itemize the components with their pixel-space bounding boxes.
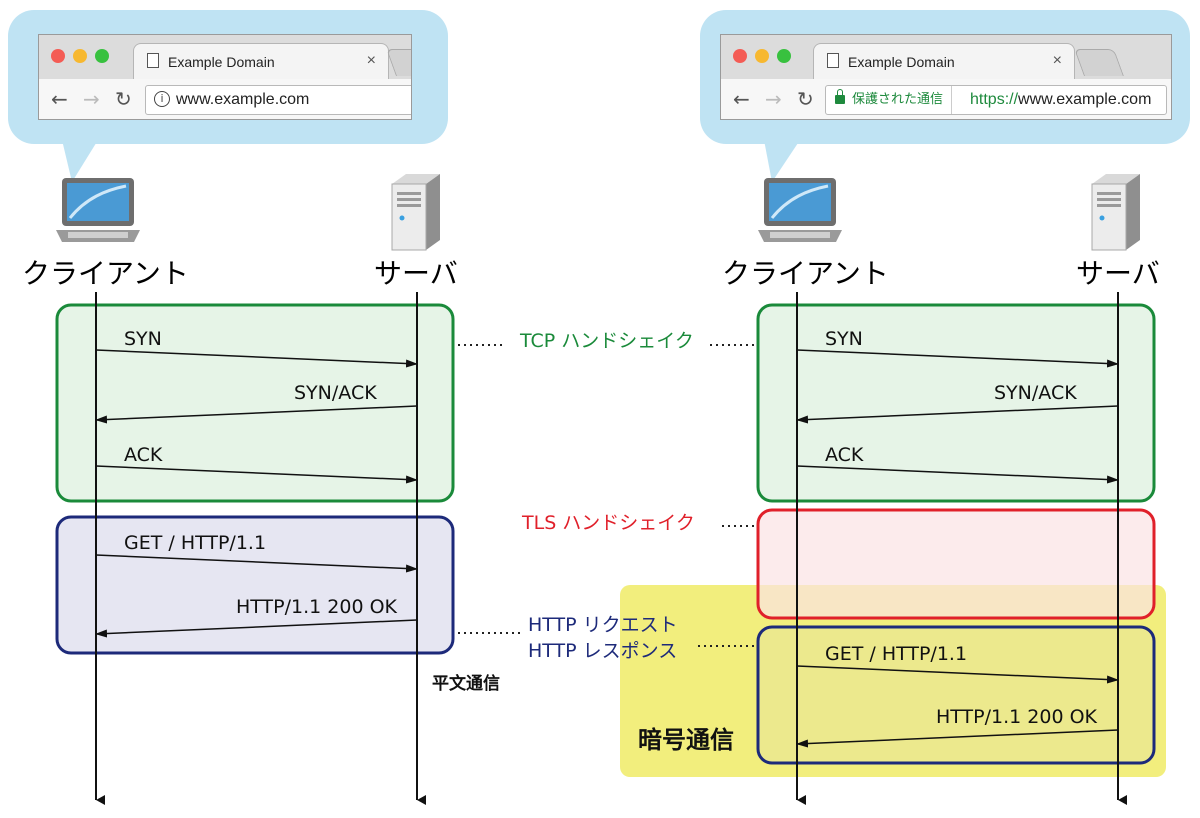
url-text: www.example.com bbox=[176, 91, 310, 108]
left-http-box bbox=[55, 515, 455, 655]
left-laptop-icon bbox=[56, 178, 140, 242]
right-ok-label: HTTP/1.1 200 OK bbox=[936, 706, 1097, 728]
secure-label: 保護された通信 bbox=[852, 92, 944, 107]
forward-arrow-icon[interactable]: → bbox=[765, 87, 782, 111]
left-get-arrow bbox=[95, 554, 418, 573]
forward-arrow-icon[interactable]: → bbox=[83, 87, 100, 111]
url-scheme: https:// bbox=[970, 91, 1019, 108]
left-ack-arrow bbox=[95, 465, 418, 484]
left-bubble-tail bbox=[62, 140, 98, 182]
left-browser-window: Example Domain × ← → ↻ i www.example.com bbox=[38, 34, 412, 120]
close-window-dot[interactable] bbox=[51, 49, 65, 63]
right-ack-label: ACK bbox=[825, 444, 864, 466]
left-server-label: サーバ bbox=[374, 257, 458, 290]
close-window-dot[interactable] bbox=[733, 49, 747, 63]
left-client-label: クライアント bbox=[22, 257, 189, 290]
tab-title: Example Domain bbox=[848, 54, 955, 70]
right-synack-arrow bbox=[796, 405, 1119, 424]
reload-icon[interactable]: ↻ bbox=[797, 87, 814, 111]
back-arrow-icon[interactable]: ← bbox=[733, 87, 750, 111]
left-toolbar: ← → ↻ i www.example.com bbox=[39, 79, 411, 119]
left-browser-tab[interactable]: Example Domain × bbox=[133, 43, 389, 80]
right-syn-arrow bbox=[796, 349, 1119, 368]
left-ok-label: HTTP/1.1 200 OK bbox=[236, 596, 397, 618]
left-tab-bar: Example Domain × bbox=[39, 35, 411, 80]
left-tcp-box bbox=[55, 303, 455, 503]
right-tab-bar: Example Domain × bbox=[721, 35, 1171, 80]
http-request-label: HTTP リクエスト bbox=[528, 614, 678, 636]
tcp-handshake-label: TCP ハンドシェイク bbox=[520, 330, 694, 352]
right-server-label: サーバ bbox=[1076, 257, 1160, 290]
right-client-label: クライアント bbox=[722, 257, 889, 290]
right-get-arrow bbox=[796, 665, 1119, 684]
right-ack-arrow bbox=[796, 465, 1119, 484]
left-synack-arrow bbox=[95, 405, 418, 424]
maximize-window-dot[interactable] bbox=[777, 49, 791, 63]
left-syn-label: SYN bbox=[124, 328, 162, 350]
maximize-window-dot[interactable] bbox=[95, 49, 109, 63]
right-server-icon bbox=[1091, 174, 1140, 251]
url-host: www.example.com bbox=[1018, 91, 1152, 108]
back-arrow-icon[interactable]: ← bbox=[51, 87, 68, 111]
left-server-icon bbox=[391, 174, 440, 251]
address-bar[interactable]: 保護された通信 https://www.example.com bbox=[825, 85, 1167, 115]
tab-close-icon[interactable]: × bbox=[366, 52, 376, 69]
right-bubble-tail bbox=[764, 140, 800, 182]
encrypted-label: 暗号通信 bbox=[638, 726, 734, 754]
minimize-window-dot[interactable] bbox=[73, 49, 87, 63]
reload-icon[interactable]: ↻ bbox=[115, 87, 132, 111]
left-synack-label: SYN/ACK bbox=[294, 382, 377, 404]
minimize-window-dot[interactable] bbox=[755, 49, 769, 63]
url-text: https://www.example.com bbox=[970, 91, 1151, 109]
info-icon[interactable]: i bbox=[154, 91, 170, 107]
left-syn-arrow bbox=[95, 349, 418, 368]
right-tls-box bbox=[756, 508, 1156, 620]
secure-badge[interactable]: 保護された通信 bbox=[826, 86, 953, 114]
page-icon bbox=[147, 53, 159, 68]
left-ack-label: ACK bbox=[124, 444, 163, 466]
right-browser-window: Example Domain × ← → ↻ 保護された通信 https://w… bbox=[720, 34, 1172, 120]
right-http-box bbox=[756, 625, 1156, 765]
tls-handshake-label: TLS ハンドシェイク bbox=[522, 512, 695, 534]
right-ok-arrow bbox=[796, 729, 1119, 748]
right-browser-tab[interactable]: Example Domain × bbox=[813, 43, 1075, 80]
left-ok-arrow bbox=[95, 619, 418, 638]
right-syn-label: SYN bbox=[825, 328, 863, 350]
page-icon bbox=[827, 53, 839, 68]
right-laptop-icon bbox=[758, 178, 842, 242]
tab-title: Example Domain bbox=[168, 54, 275, 70]
http-response-label: HTTP レスポンス bbox=[528, 640, 678, 662]
lock-icon bbox=[835, 89, 845, 104]
tab-close-icon[interactable]: × bbox=[1052, 52, 1062, 69]
right-tcp-box bbox=[756, 303, 1156, 503]
right-synack-label: SYN/ACK bbox=[994, 382, 1077, 404]
left-get-label: GET / HTTP/1.1 bbox=[124, 532, 267, 554]
plaintext-label: 平文通信 bbox=[432, 674, 500, 694]
address-bar[interactable]: i www.example.com bbox=[145, 85, 411, 115]
right-toolbar: ← → ↻ 保護された通信 https://www.example.com bbox=[721, 79, 1171, 119]
right-get-label: GET / HTTP/1.1 bbox=[825, 643, 968, 665]
